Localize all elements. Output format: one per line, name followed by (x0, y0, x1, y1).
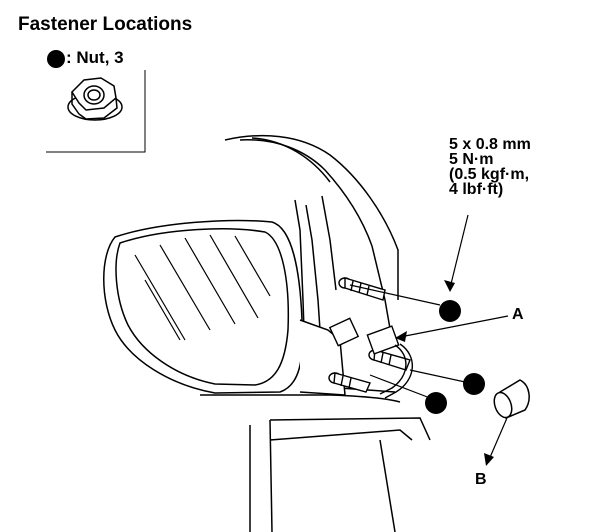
arrowheads (395, 280, 494, 466)
nut-legend-symbol (47, 50, 65, 68)
mirror-studs (328, 277, 411, 393)
callout-label-b: B (475, 471, 487, 488)
diagram-title: Fastener Locations (18, 14, 193, 35)
mirror-housing (103, 219, 346, 396)
nut-markers (425, 300, 485, 414)
nut-marker-lower (425, 392, 447, 414)
stud-lower (328, 372, 371, 393)
stud-upper (338, 277, 386, 301)
nut-marker-right (463, 373, 485, 395)
callout-label-a: A (512, 306, 524, 323)
legend-box (46, 70, 146, 153)
harness-connector-a (328, 317, 414, 399)
cap-b (493, 379, 530, 420)
torque-spec: 5 x 0.8 mm 5 N·m (0.5 kgf·m, 4 lbf·ft) (449, 136, 531, 198)
spec-line-size: 5 x 0.8 mm (449, 136, 531, 153)
nut-legend-text: : Nut, 3 (66, 48, 124, 67)
flange-nut-icon (67, 77, 123, 121)
door-panel (200, 394, 431, 532)
spec-line-torque-kgf: (0.5 kgf·m, (449, 166, 530, 183)
spec-line-torque-nm: 5 N·m (449, 151, 494, 168)
nut-marker-upper (439, 300, 461, 322)
spec-line-torque-lbf: 4 lbf·ft) (449, 181, 504, 198)
mirror-glass (134, 234, 271, 341)
leader-lines (349, 214, 509, 463)
